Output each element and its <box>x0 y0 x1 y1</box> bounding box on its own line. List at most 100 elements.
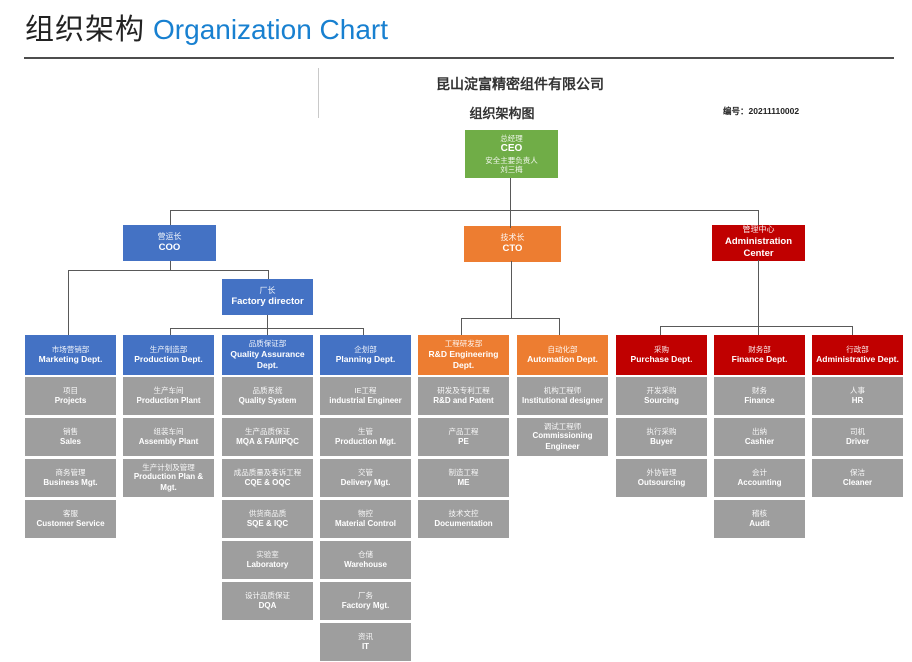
cto-label-en: CTO <box>502 243 523 255</box>
unit-label-en: Documentation <box>434 518 493 528</box>
connector-line <box>68 270 268 271</box>
unit-label-en: industrial Engineer <box>329 395 402 405</box>
unit-label-en: Finance <box>744 395 775 405</box>
unit-label-zh: 研发及专利工程 <box>437 385 490 395</box>
dept-header-en: R&D Engineering Dept. <box>428 348 499 370</box>
dept-header-en: Production Dept. <box>134 354 203 365</box>
unit-label-zh: 仓储 <box>358 549 373 559</box>
unit-label-zh: IE工程 <box>354 385 377 395</box>
dept-header-zh: 行政部 <box>846 344 869 354</box>
org-box-cto: 技术长 CTO <box>464 226 561 262</box>
unit-label-en: Warehouse <box>344 559 387 569</box>
page-title-en: Organization Chart <box>153 14 389 45</box>
unit-label-zh: 生管 <box>358 426 373 436</box>
unit-label-zh: 客服 <box>63 508 78 518</box>
connector-line <box>758 326 759 335</box>
dept-header-en: Automation Dept. <box>527 354 598 365</box>
unit-label-zh: 成品质量及客诉工程 <box>233 467 302 477</box>
document-number: 编号：20211110002 <box>723 105 799 117</box>
ceo-title-zh: 总经理 <box>500 133 523 143</box>
dept-header-en: Quality Assurance Dept. <box>230 348 305 370</box>
unit-label-zh: 调试工程师 <box>543 421 582 431</box>
unit-label-en: MQA & FAI/IPQC <box>236 436 299 446</box>
unit-label-en: Sourcing <box>644 395 679 405</box>
unit-label-en: HR <box>851 395 864 405</box>
unit-label-zh: 生产车间 <box>153 385 184 395</box>
ceo-safety-role: 安全主要负责人 <box>485 155 538 165</box>
company-name: 昆山淀富精密组件有限公司 <box>436 76 604 92</box>
unit-label-en: Driver <box>845 436 870 446</box>
unit-label-zh: 出纳 <box>752 426 767 436</box>
dept-header-en: Planning Dept. <box>335 354 396 365</box>
unit-label-zh: 财务 <box>752 385 767 395</box>
unit-label-zh: 品质系统 <box>252 385 283 395</box>
factory-director-label-en: Factory director <box>231 296 304 308</box>
connector-line <box>68 270 69 335</box>
connector-line <box>559 318 560 335</box>
unit-label-zh: 开发采购 <box>646 385 677 395</box>
unit-label-en: Business Mgt. <box>43 477 98 487</box>
connector-line <box>170 261 171 271</box>
unit-label-zh: 保洁 <box>850 467 865 477</box>
dept-header-en: Administrative Dept. <box>816 354 899 365</box>
connector-line <box>461 318 560 319</box>
unit-label-zh: 交管 <box>358 467 373 477</box>
unit-label-zh: 供货商品质 <box>248 508 287 518</box>
dept-header-zh: 生产制造部 <box>149 344 188 354</box>
page-title-zh: 组织架构 <box>25 14 146 46</box>
unit-label-zh: 项目 <box>63 385 78 395</box>
connector-line <box>170 210 171 225</box>
unit-label-en: SQE & IQC <box>246 518 289 528</box>
org-box-coo: 营运长 COO <box>123 225 216 261</box>
connector-line <box>267 315 268 328</box>
document-number-value: 20211110002 <box>748 106 800 116</box>
unit-label-zh: 外协管理 <box>646 467 677 477</box>
admin-center-label-en: Administration Center <box>724 235 793 260</box>
unit-label-en: Commissioning Engineer <box>532 431 593 451</box>
unit-label-en: Production Mgt. <box>335 436 396 446</box>
unit-label-en: DQA <box>258 600 277 610</box>
unit-label-en: IT <box>361 641 370 651</box>
unit-label-en: Customer Service <box>36 518 105 528</box>
dept-header-en: Finance Dept. <box>731 354 788 365</box>
ceo-title-en: CEO <box>500 143 523 155</box>
dept-header-en: Marketing Dept. <box>38 354 103 365</box>
unit-label-en: Sales <box>60 436 81 446</box>
connector-line <box>363 328 364 335</box>
dept-header-zh: 市场营销部 <box>51 344 90 354</box>
dept-header-zh: 自动化部 <box>547 344 578 354</box>
unit-label-en: Production Plan & Mgt. <box>133 472 204 492</box>
unit-label-en: R&D and Patent <box>433 395 494 405</box>
connector-line <box>511 261 512 318</box>
unit-label-zh: 生产计划及管理 <box>142 462 195 472</box>
unit-label-en: Factory Mgt. <box>341 600 390 610</box>
unit-label-zh: 机构工程师 <box>543 385 582 395</box>
unit-label-zh: 会计 <box>752 467 767 477</box>
ceo-person-name: 刘三梅 <box>500 164 523 174</box>
dept-header-zh: 企划部 <box>354 344 377 354</box>
dept-header-en: Purchase Dept. <box>630 354 693 365</box>
connector-line <box>660 326 853 327</box>
unit-label-zh: 生产品质保证 <box>245 426 290 436</box>
dept-header-zh: 品质保证部 <box>248 339 287 349</box>
connector-line <box>660 326 661 335</box>
dept-header-zh: 财务部 <box>748 344 771 354</box>
